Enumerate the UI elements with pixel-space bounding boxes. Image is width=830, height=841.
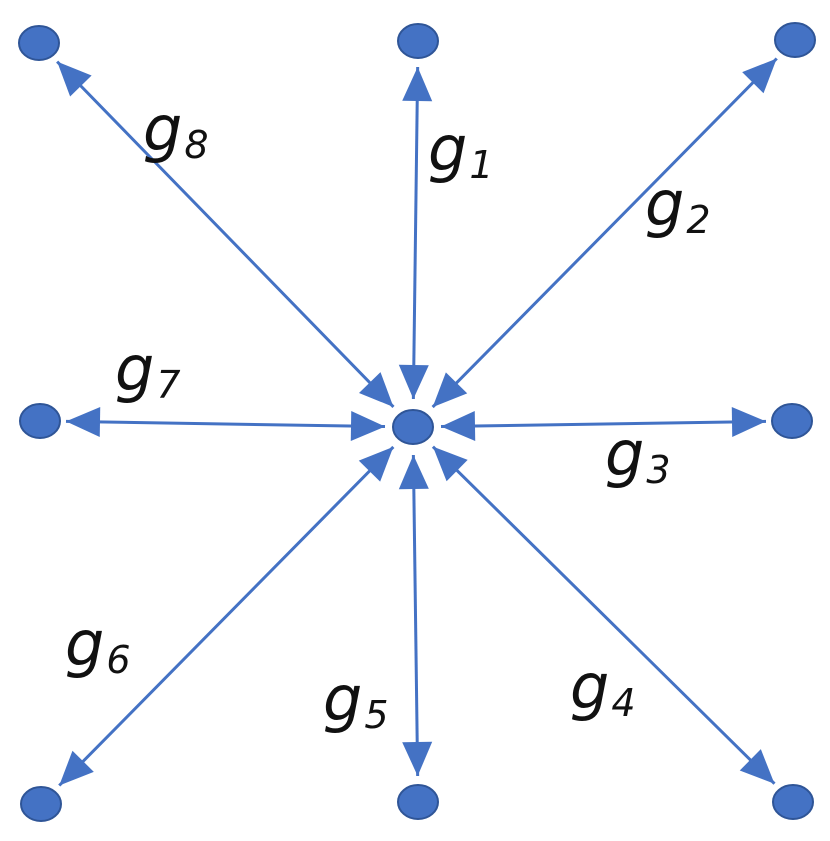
arrowhead-inner-g1 <box>398 364 429 400</box>
edge-g8 <box>56 60 395 408</box>
nodes <box>18 22 816 822</box>
arrowhead-inner-g6 <box>358 446 394 482</box>
arrowhead-inner-g7 <box>350 411 386 442</box>
edge-g1 <box>411 66 420 400</box>
arrowhead-outer-g8 <box>57 61 92 97</box>
neighbor-node-5 <box>397 784 439 820</box>
arrowhead-inner-g2 <box>432 372 468 408</box>
arrowhead-outer-g5 <box>402 741 433 777</box>
edge-g7 <box>65 419 386 429</box>
neighbor-node-2 <box>774 22 816 58</box>
label-g8: g8 <box>143 92 209 167</box>
neighbor-node-4 <box>772 784 814 820</box>
labels: g1 g2 g3 g4 g5 g6 g7 g8 <box>65 92 711 737</box>
label-g7: g7 <box>115 332 181 407</box>
arrowhead-inner-g3 <box>440 411 476 442</box>
center-node <box>392 409 434 445</box>
label-g6: g6 <box>65 607 131 682</box>
neighbor-node-1 <box>397 23 439 59</box>
arrowhead-outer-g6 <box>59 750 94 786</box>
arrowhead-inner-g5 <box>398 454 429 490</box>
edge-g6 <box>58 445 395 787</box>
edge-g5 <box>411 454 420 777</box>
arrowhead-outer-g3 <box>731 406 767 437</box>
neighbor-node-7 <box>19 403 61 439</box>
neighbor-node-3 <box>771 403 813 439</box>
neighbor-node-8 <box>18 25 60 61</box>
label-g1: g1 <box>428 112 494 187</box>
arrowhead-outer-g7 <box>65 406 101 437</box>
label-g4: g4 <box>570 650 636 725</box>
label-g2: g2 <box>645 167 711 242</box>
edge-g2 <box>431 57 778 409</box>
arrowhead-outer-g2 <box>742 58 777 94</box>
arrowhead-inner-g8 <box>358 372 394 407</box>
edge-g3 <box>440 419 767 429</box>
edges <box>56 57 778 787</box>
edge-g4 <box>431 445 776 785</box>
neighbor-node-6 <box>20 786 62 822</box>
arrowhead-outer-g1 <box>402 66 433 102</box>
label-g3: g3 <box>605 417 671 492</box>
arrowhead-inner-g4 <box>432 446 468 482</box>
arrowhead-outer-g4 <box>739 749 775 784</box>
label-g5: g5 <box>323 662 389 737</box>
